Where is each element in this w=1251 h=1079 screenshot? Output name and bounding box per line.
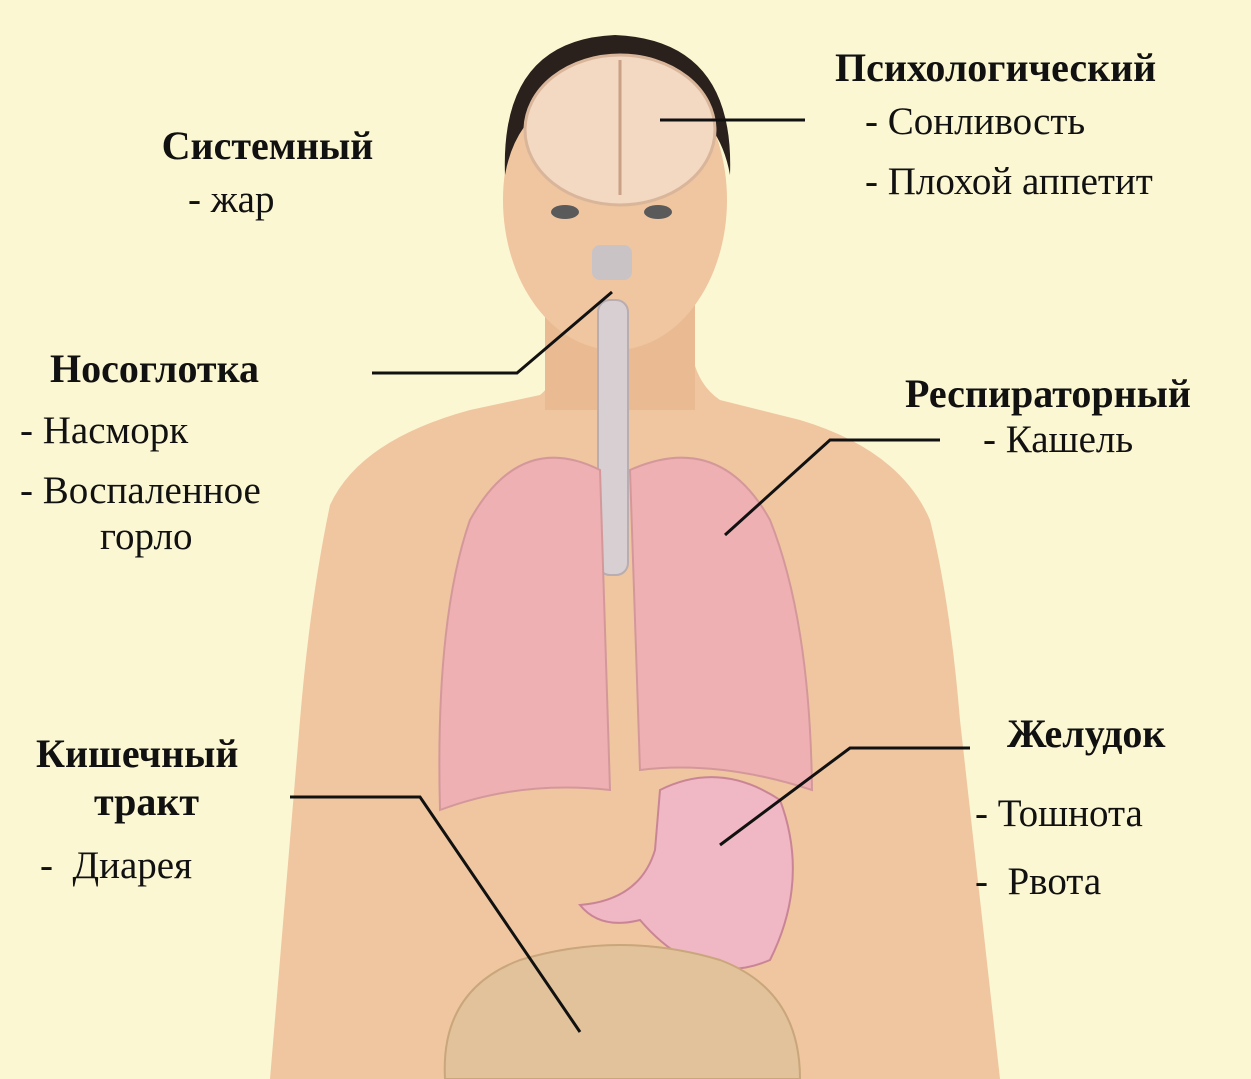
label-intestinal-title-line2: тракт (36, 778, 238, 826)
label-stomach-item-1: - Тошнота (975, 784, 1165, 844)
label-psychological-item-2: - Плохой аппетит (835, 152, 1156, 212)
label-psychological-item-1: - Сонливость (835, 92, 1156, 152)
label-psychological: Психологический - Сонливость - Плохой ап… (835, 44, 1156, 212)
label-psychological-title: Психологический (835, 44, 1156, 92)
label-stomach: Желудок - Тошнота - Рвота (975, 710, 1165, 912)
label-intestinal-title-line1: Кишечный (36, 730, 238, 778)
nasal-passage (592, 245, 632, 280)
right-eye (644, 205, 672, 219)
label-systemic-item-1: - жар (140, 170, 395, 230)
label-respiratory: Респираторный - Кашель (905, 370, 1191, 470)
label-intestinal-item-1: - Диарея (36, 836, 238, 896)
label-systemic-title: Системный (140, 122, 395, 170)
label-nasopharynx-title: Носоглотка (20, 345, 261, 393)
label-nasopharynx: Носоглотка - Насморк - Воспаленное горло (20, 345, 261, 567)
label-stomach-title: Желудок (975, 710, 1165, 758)
label-systemic: Системный - жар (140, 122, 395, 230)
left-eye (551, 205, 579, 219)
label-respiratory-item-1: - Кашель (905, 410, 1191, 470)
label-nasopharynx-item-1: - Насморк (20, 401, 261, 461)
label-intestinal: Кишечный тракт - Диарея (36, 730, 238, 896)
label-stomach-item-2: - Рвота (975, 852, 1165, 912)
